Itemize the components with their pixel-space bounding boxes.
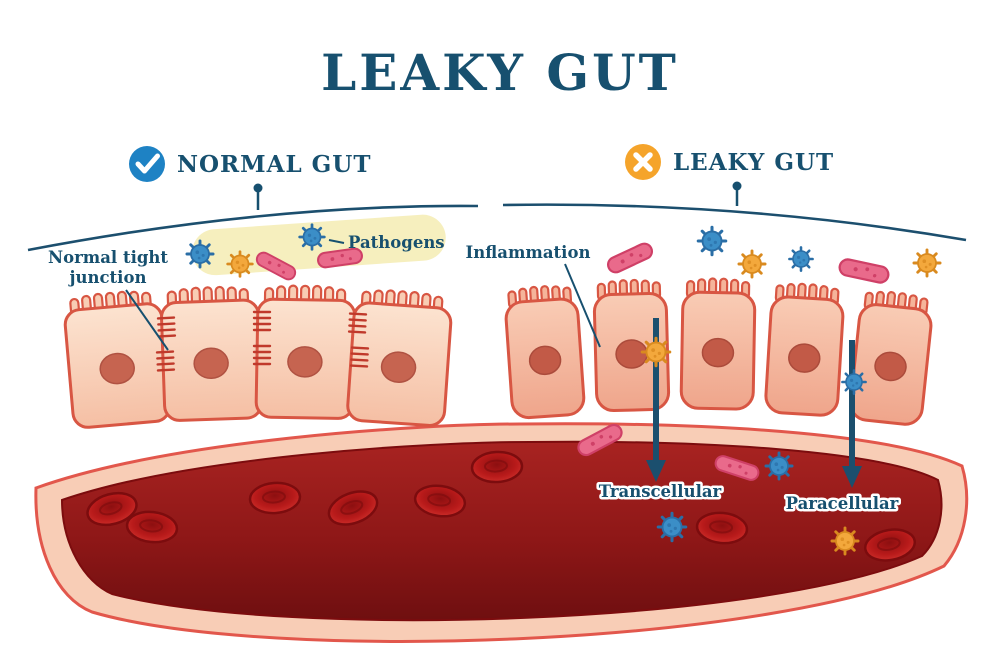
orange-virus-icon [912,248,942,278]
epithelial-cell [847,287,936,428]
leaky-pointer-dot [732,181,742,191]
check-mark [135,153,160,174]
normal-gut-label: NORMAL GUT [177,151,371,178]
blue-virus-icon [185,239,215,269]
leaky-epithelium [502,276,936,428]
orange-virus-icon [830,526,860,556]
tight-junction-pointer-line [125,289,169,351]
blood-vessel [34,421,969,643]
epithelial-cell [61,287,173,431]
check-icon [129,146,165,182]
tight-junction-callout: Normal tight junction [48,248,169,351]
blue-virus-icon [298,223,326,251]
blue-virus-icon [656,511,688,543]
epithelial-cell [763,280,847,418]
pathogens-pointer-line [328,239,345,244]
blue-virus-icon [764,451,794,481]
orange-virus-icon [226,250,254,278]
transcellular-arrowhead-icon [646,460,666,482]
epithelial-cell [159,284,264,423]
pink-rod-bacteria-icon [837,256,891,286]
paracellular-arrowhead-icon [842,466,862,488]
normal-epithelium [61,283,455,431]
cross-mark [633,152,653,172]
paracellular-label: Paracellular [786,494,899,513]
pathogens-label: Pathogens [348,233,445,252]
blue-virus-icon [696,225,728,257]
inflammation-label: Inflammation [466,243,591,262]
pathogen-highlight-area: Pathogens [185,214,446,283]
gut-surface-curve-right [502,203,967,242]
inflammation-pointer-line [564,263,601,348]
page-title: LEAKY GUT [321,43,679,102]
inflammation-callout: Inflammation [466,243,601,348]
paracellular-pathway: Paracellular [783,340,901,516]
epithelial-cell [502,282,587,421]
tight-junction-label-line1: Normal tight [48,248,168,267]
normal-pointer-dot [253,183,263,193]
epithelial-cell [345,286,455,428]
blue-virus-icon [788,246,814,272]
leaky-gut-header: LEAKY GUT [625,144,834,206]
blue-virus-icon [841,369,867,395]
transcellular-pathway: Transcellular [596,318,724,504]
tight-junction-label-line2: junction [68,268,147,287]
normal-gut-header: NORMAL GUT [129,146,371,210]
gut-surface-curve-left [27,204,479,252]
pathogens-above-leaky-gut [604,225,942,286]
transcellular-label: Transcellular [599,482,722,501]
orange-virus-icon [737,249,767,279]
leaky-gut-label: LEAKY GUT [673,149,834,176]
orange-virus-icon [640,336,672,368]
pink-rod-bacteria-icon [604,240,656,276]
epithelial-cell [679,276,757,411]
